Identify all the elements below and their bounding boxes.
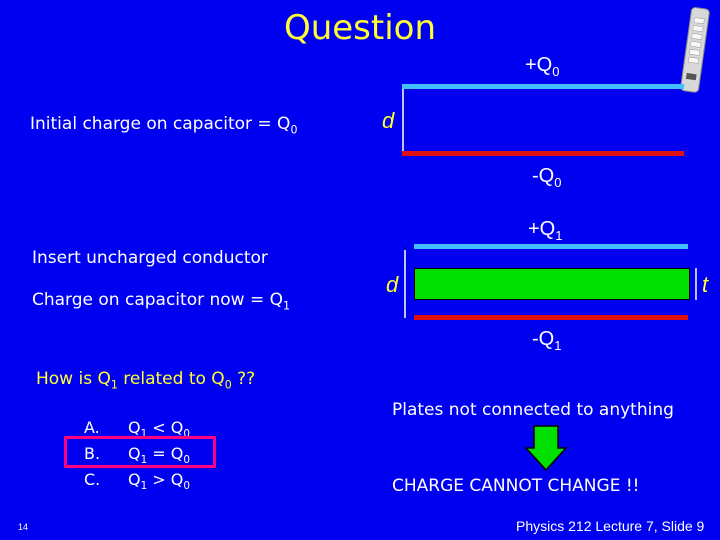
top-capacitor-negative-plate (402, 151, 684, 156)
bottom-capacitor-gap-label: d (386, 272, 399, 297)
bottom-capacitor-positive-plate (414, 244, 688, 249)
slide-number: 14 (18, 522, 29, 532)
down-arrow-icon (524, 425, 568, 472)
correct-answer-highlight-box (64, 436, 216, 468)
slide-footer: Physics 212 Lecture 7, Slide 9 (516, 518, 705, 534)
bottom-plate-charge-label: +Q1 (528, 218, 563, 243)
clicker-remote-icon (680, 7, 710, 93)
choice-b[interactable]: B.Q1 = Q0 (84, 444, 191, 467)
answer-choices: A.Q1 < Q0 B.Q1 = Q0 C.Q1 > Q0 (84, 418, 190, 497)
bottom-capacitor-gap-line (404, 250, 406, 318)
conductor-thickness-label: t (702, 272, 709, 297)
top-capacitor-positive-plate (402, 84, 684, 89)
bottom-capacitor-negative-plate (414, 315, 688, 320)
inserted-conductor-slab (414, 268, 690, 300)
top-plate-charge-label: +Q0 (525, 54, 560, 79)
question-text: How is Q1 related to Q0 ?? (36, 369, 256, 392)
charge-now-text: Charge on capacitor now = Q1 (32, 290, 291, 313)
top-capacitor-negative-charge-label: -Q0 (532, 165, 562, 190)
initial-charge-text: Initial charge on capacitor = Q0 (30, 114, 298, 137)
plates-note-text: Plates not connected to anything (392, 400, 674, 420)
bottom-capacitor-negative-charge-label: -Q1 (532, 328, 562, 353)
choice-a[interactable]: A.Q1 < Q0 (84, 418, 191, 441)
slide-title: Question (283, 8, 437, 48)
insert-conductor-text: Insert uncharged conductor (32, 248, 268, 268)
conductor-thickness-line (695, 268, 697, 300)
choice-c[interactable]: C.Q1 > Q0 (84, 470, 191, 493)
top-capacitor-gap-label: d (382, 108, 395, 133)
conclusion-text: CHARGE CANNOT CHANGE !! (392, 476, 640, 496)
top-capacitor-gap-line (402, 89, 404, 151)
